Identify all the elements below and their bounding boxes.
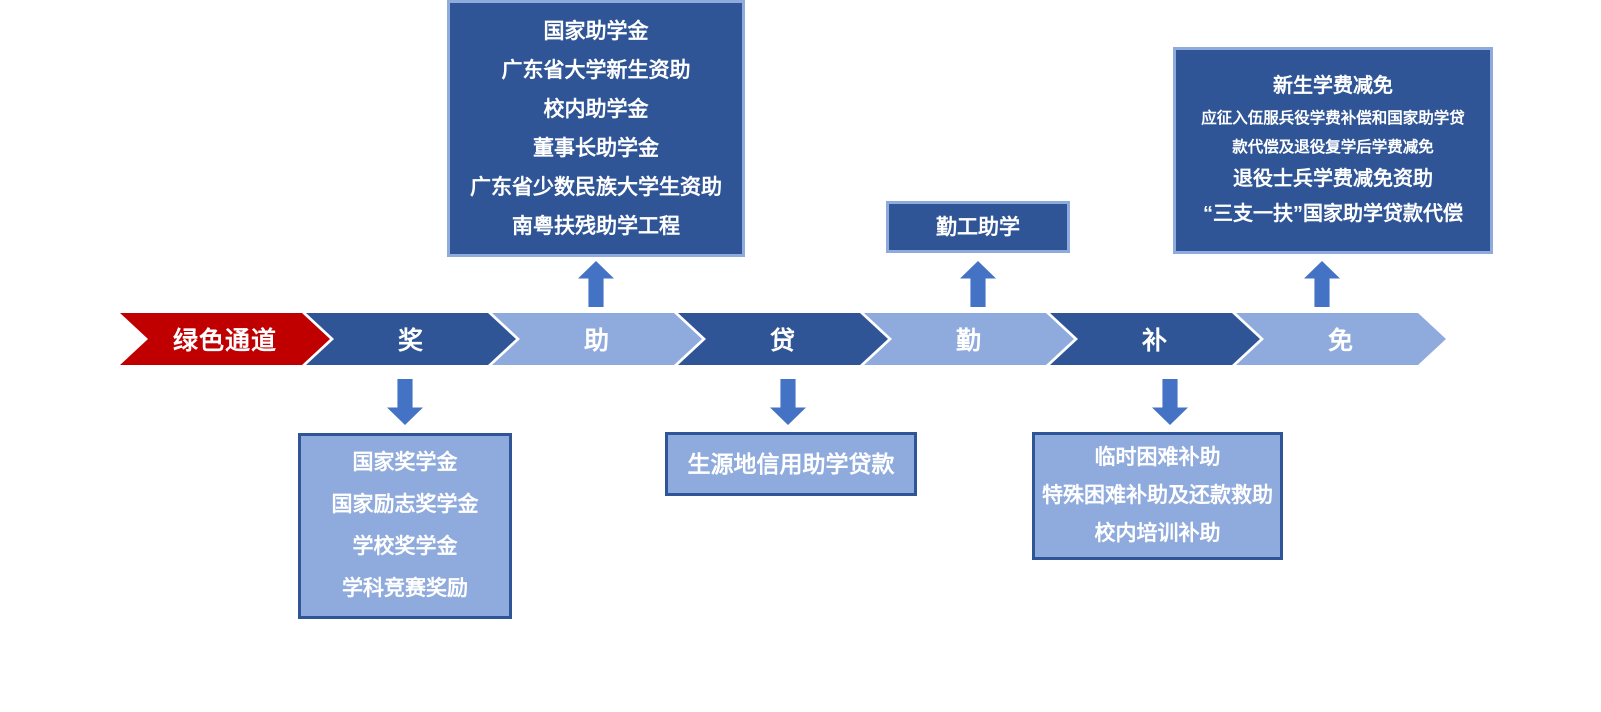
chevron-label: 绿色通道 xyxy=(172,327,277,355)
up-arrow-icon xyxy=(1304,261,1340,307)
callout-box-zhu: 国家助学金 广东省大学新生资助 校内助学金 董事长助学金 广东省少数民族大学生资… xyxy=(447,0,745,257)
callout-box-dai: 生源地信用助学贷款 xyxy=(665,432,917,496)
callout-line: 勤工助学 xyxy=(936,215,1020,239)
callout-line: 广东省少数民族大学生资助 xyxy=(470,175,722,199)
down-arrow-icon xyxy=(387,379,423,425)
chevron-label: 勤 xyxy=(955,327,982,355)
chevron-segment-mian: 免 xyxy=(1236,313,1446,365)
chevron-label: 助 xyxy=(583,327,610,355)
up-arrow-icon xyxy=(578,261,614,307)
chevron-label: 奖 xyxy=(397,327,424,355)
callout-line: “三支一扶”国家助学贷款代偿 xyxy=(1203,203,1463,225)
callout-line: 校内培训补助 xyxy=(1094,522,1221,545)
callout-line: 学科竞赛奖励 xyxy=(342,577,468,600)
chevron-label: 补 xyxy=(1141,327,1168,355)
callout-box-mian: 新生学费减免 应征入伍服兵役学费补偿和国家助学贷 款代偿及退役复学后学费减免 退… xyxy=(1173,47,1493,254)
callout-line: 国家奖学金 xyxy=(352,451,458,474)
chevron-label: 免 xyxy=(1327,327,1354,355)
chevron-segment-qin: 勤 xyxy=(864,313,1074,365)
down-arrow-icon xyxy=(770,379,806,425)
callout-line: 款代偿及退役复学后学费减免 xyxy=(1232,139,1434,156)
callout-line: 退役士兵学费减免资助 xyxy=(1233,168,1433,190)
chevron-segment-dai: 贷 xyxy=(678,313,888,365)
chevron-label: 贷 xyxy=(769,327,796,355)
down-arrow-icon xyxy=(1152,379,1188,425)
chevron-segment-bu: 补 xyxy=(1050,313,1260,365)
callout-line: 校内助学金 xyxy=(543,97,649,121)
callout-line: 生源地信用助学贷款 xyxy=(687,451,895,477)
callout-line: 国家助学金 xyxy=(543,19,649,43)
callout-line: 特殊困难补助及还款救助 xyxy=(1042,484,1273,507)
chevron-segment-zhu: 助 xyxy=(492,313,702,365)
callout-box-qin: 勤工助学 xyxy=(886,201,1070,253)
callout-line: 学校奖学金 xyxy=(352,535,458,558)
callout-box-bu: 临时困难补助 特殊困难补助及还款救助 校内培训补助 xyxy=(1032,432,1283,560)
callout-line: 南粤扶残助学工程 xyxy=(512,214,680,238)
chevron-segment-green-channel: 绿色通道 xyxy=(120,313,330,365)
callout-line: 国家励志奖学金 xyxy=(331,493,479,516)
callout-line: 新生学费减免 xyxy=(1273,75,1393,97)
callout-box-jiang: 国家奖学金 国家励志奖学金 学校奖学金 学科竞赛奖励 xyxy=(298,433,512,619)
callout-line: 广东省大学新生资助 xyxy=(501,58,691,82)
callout-line: 董事长助学金 xyxy=(533,136,659,160)
callout-line: 应征入伍服兵役学费补偿和国家助学贷 xyxy=(1201,110,1465,127)
chevron-segment-jiang: 奖 xyxy=(306,313,516,365)
callout-line: 临时困难补助 xyxy=(1094,446,1221,469)
up-arrow-icon xyxy=(960,261,996,307)
